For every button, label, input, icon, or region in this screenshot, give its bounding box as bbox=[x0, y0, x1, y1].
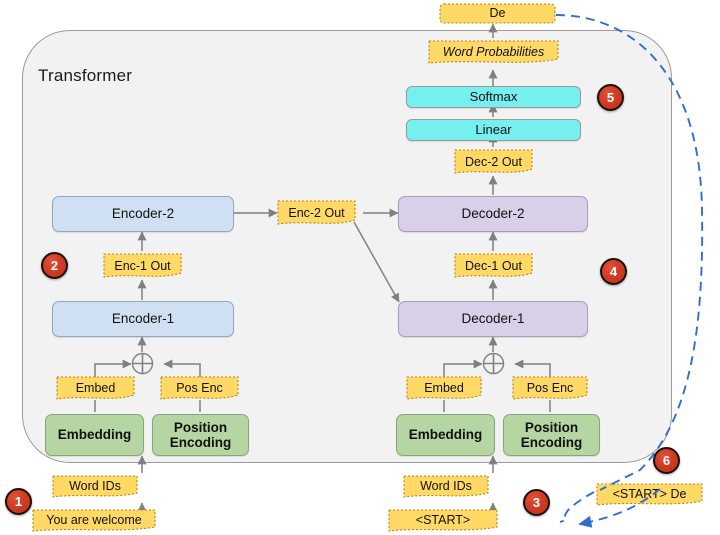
start-token-note: <START> bbox=[388, 509, 498, 533]
badge-1[interactable]: 1 bbox=[5, 488, 32, 515]
decoder-add-operator bbox=[482, 352, 505, 375]
encoder-pos-enc-note: Pos Enc bbox=[160, 376, 239, 402]
encoder-add-operator bbox=[131, 352, 154, 375]
decoder-pos-enc-note: Pos Enc bbox=[512, 376, 588, 402]
encoder-2-block[interactable]: Encoder-2 bbox=[52, 196, 234, 232]
enc-2-out-note: Enc-2 Out bbox=[277, 200, 356, 227]
encoder-1-block[interactable]: Encoder-1 bbox=[52, 301, 234, 337]
linear-block[interactable]: Linear bbox=[406, 119, 581, 141]
dec-2-out-label: Dec-2 Out bbox=[465, 154, 522, 169]
start-token-label: <START> bbox=[415, 513, 471, 527]
dec-1-out-note: Dec-1 Out bbox=[454, 253, 533, 280]
enc-2-out-label: Enc-2 Out bbox=[288, 205, 345, 220]
feedback-token-note: <START> De bbox=[596, 483, 703, 507]
enc-1-out-note: Enc-1 Out bbox=[103, 253, 182, 280]
feedback-token-label: <START> De bbox=[612, 487, 687, 501]
decoder-pos-enc-note-label: Pos Enc bbox=[526, 381, 574, 395]
decoder-embedding-block[interactable]: Embedding bbox=[396, 414, 495, 456]
badge-5[interactable]: 5 bbox=[597, 84, 624, 111]
badge-6[interactable]: 6 bbox=[653, 447, 680, 474]
word-probabilities-note: Word Probabilities bbox=[428, 40, 559, 66]
badge-3[interactable]: 3 bbox=[523, 489, 550, 516]
decoder-2-block[interactable]: Decoder-2 bbox=[398, 196, 588, 232]
decoder-position-encoding-block[interactable]: Position Encoding bbox=[503, 414, 600, 456]
enc-1-out-label: Enc-1 Out bbox=[114, 258, 171, 273]
decoder-word-ids-label: Word IDs bbox=[420, 479, 472, 493]
encoder-position-encoding-block[interactable]: Position Encoding bbox=[152, 414, 249, 456]
decoder-word-ids-note: Word IDs bbox=[403, 475, 489, 499]
badge-4[interactable]: 4 bbox=[600, 258, 627, 285]
output-token-label: De bbox=[489, 6, 506, 20]
encoder-word-ids-note: Word IDs bbox=[52, 475, 138, 499]
transformer-title: Transformer bbox=[38, 66, 133, 85]
encoder-embed-note: Embed bbox=[56, 376, 135, 402]
decoder-embed-note-label: Embed bbox=[424, 381, 464, 395]
badge-2[interactable]: 2 bbox=[41, 252, 68, 279]
input-sentence-note: You are welcome bbox=[32, 509, 156, 533]
encoder-pos-enc-note-label: Pos Enc bbox=[176, 381, 223, 395]
dec-1-out-label: Dec-1 Out bbox=[465, 258, 522, 273]
encoder-embed-note-label: Embed bbox=[75, 381, 116, 395]
output-token-note: De bbox=[439, 3, 556, 25]
encoder-word-ids-label: Word IDs bbox=[69, 479, 121, 493]
softmax-block[interactable]: Softmax bbox=[406, 86, 581, 108]
encoder-embedding-block[interactable]: Embedding bbox=[45, 414, 144, 456]
decoder-embed-note: Embed bbox=[406, 376, 482, 402]
word-probabilities-label: Word Probabilities bbox=[442, 45, 545, 59]
decoder-1-block[interactable]: Decoder-1 bbox=[398, 301, 588, 337]
input-sentence-label: You are welcome bbox=[46, 513, 142, 527]
dec-2-out-note: Dec-2 Out bbox=[454, 149, 533, 176]
